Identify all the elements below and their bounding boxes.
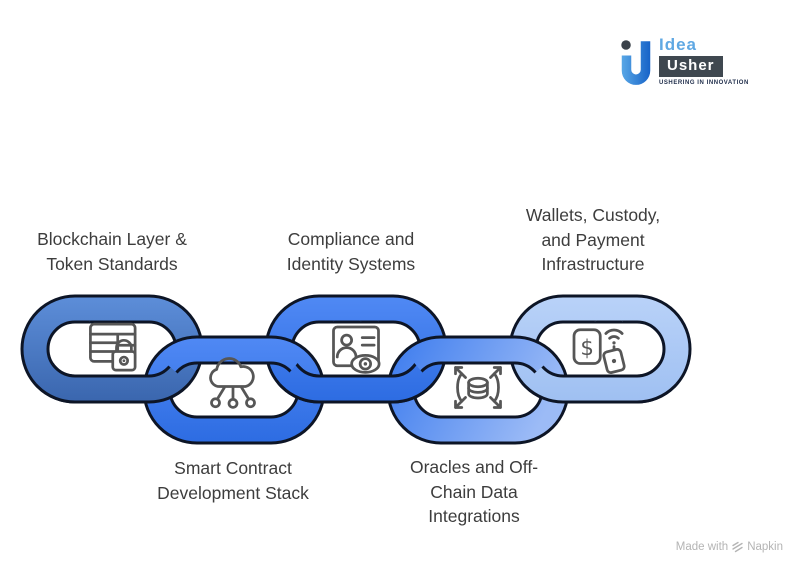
- watermark-brand: Napkin: [747, 541, 783, 553]
- label-line: Smart Contract: [174, 458, 292, 478]
- label-line: Oracles and Off-: [409, 457, 539, 477]
- watermark-prefix: Made with: [675, 541, 729, 553]
- dollar-glyph: $: [580, 336, 594, 361]
- id-card-eye-icon: [332, 325, 381, 374]
- label-line: Blockchain Layer &: [37, 229, 187, 249]
- logo-text: Idea Usher USHERING IN INNOVATION: [659, 36, 749, 86]
- cloud-nodes-icon: [209, 357, 256, 409]
- label-compliance: Compliance and Identity Systems: [287, 227, 415, 276]
- label-line: Identity Systems: [286, 253, 416, 274]
- label-line: Token Standards: [46, 253, 178, 274]
- label-line: Integrations: [428, 506, 520, 526]
- label-line: Infrastructure: [541, 254, 645, 274]
- logo-u-shape: [621, 41, 651, 85]
- label-oracles: Oracles and Off- Chain Data Integrations: [410, 455, 538, 529]
- label-line: Chain Data: [430, 481, 518, 502]
- logo-dot: [621, 40, 631, 50]
- label-line: Development Stack: [157, 482, 309, 503]
- label-smart-contract: Smart Contract Development Stack: [157, 456, 309, 505]
- logo-u-mark: [621, 40, 651, 85]
- wallet-payment-icon: $: [572, 328, 626, 375]
- idea-usher-logo: Idea Usher USHERING IN INNOVATION: [617, 36, 749, 92]
- napkin-icon: [732, 541, 743, 553]
- logo-usher-text: Usher: [659, 56, 723, 77]
- table-lock-icon: [89, 322, 137, 372]
- logo-tagline: USHERING IN INNOVATION: [659, 80, 749, 86]
- label-line: Wallets, Custody,: [525, 205, 661, 225]
- label-wallets: Wallets, Custody, and Payment Infrastruc…: [526, 203, 660, 277]
- label-line: and Payment: [541, 229, 645, 250]
- made-with-napkin-watermark: Made with Napkin: [676, 541, 783, 553]
- logo-idea-text: Idea: [659, 35, 698, 54]
- label-line: Compliance and: [287, 229, 415, 249]
- label-blockchain-layer: Blockchain Layer & Token Standards: [37, 227, 187, 276]
- database-sync-icon: [454, 366, 502, 409]
